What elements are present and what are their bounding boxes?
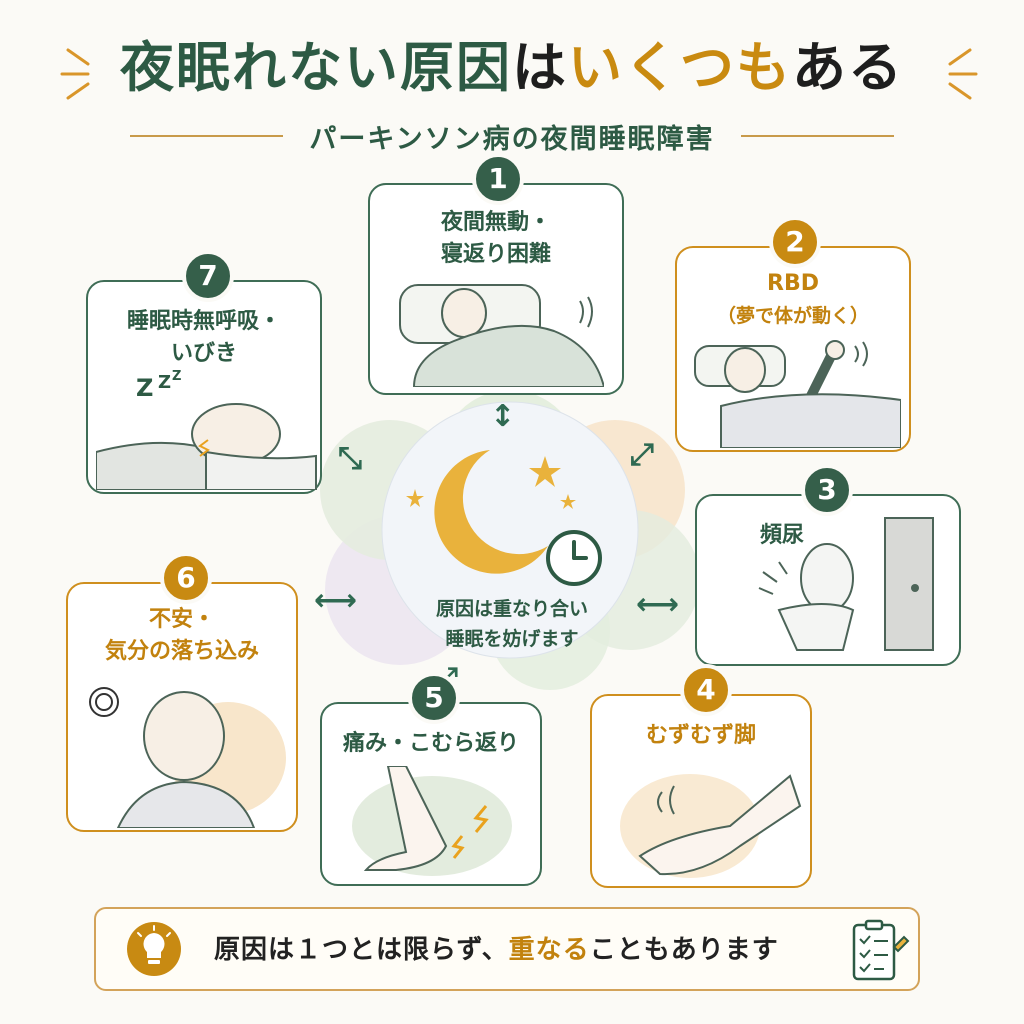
svg-text:Z: Z — [136, 374, 153, 402]
cause-number-badge-6: 6 — [160, 552, 212, 604]
cause-card-7-label: 睡眠時無呼吸・ いびき — [88, 306, 320, 370]
title-part-1: 夜眠れない原因 — [120, 36, 512, 99]
snoring-man-illustration — [96, 403, 317, 490]
moon-icon — [434, 450, 576, 574]
subtitle-left-rule — [130, 135, 284, 137]
footer-part-2: こともあります — [589, 935, 779, 965]
cause-card-5: 痛み・こむら返り 5 — [320, 672, 542, 886]
cause-card-3-label: 頻尿 — [759, 523, 804, 548]
cause-card-7-line-2: いびき — [170, 341, 237, 366]
cause-card-2-line-2: （夢で体が動く） — [716, 305, 869, 327]
cause-card-7-line-1: 睡眠時無呼吸・ — [126, 309, 281, 334]
center-caption: 原因は重なり合い 睡眠を妨げます — [392, 594, 632, 654]
toilet-illustration — [758, 517, 934, 651]
subtitle-right-rule — [740, 135, 895, 137]
footer-note: 原因は１つとは限らず、重なることもあります — [94, 907, 920, 991]
clock-icon — [546, 530, 602, 586]
cause-number-badge-1: 1 — [472, 153, 524, 205]
cause-card-4-label: むずむず脚 — [645, 723, 756, 748]
cause-card-7: 睡眠時無呼吸・ いびき Z Z Z 7 — [86, 250, 322, 494]
double-arrow-icon: ⟷ — [314, 583, 358, 618]
center-caption-line-2: 睡眠を妨げます — [445, 628, 579, 650]
leg-cramp-illustration — [352, 766, 512, 876]
cause-card-2: RBD （夢で体が動く） 2 — [675, 216, 911, 452]
double-arrow-icon: ⤢ — [630, 437, 654, 472]
cause-card-2-label: RBD （夢で体が動く） — [677, 268, 909, 332]
cause-card-6-line-1: 不安・ — [148, 607, 215, 632]
cause-card-1-label: 夜間無動・ 寝返り困難 — [370, 207, 622, 271]
cause-card-1: 夜間無動・ 寝返り困難 1 — [368, 153, 624, 395]
title-part-2: は — [512, 36, 568, 99]
title-part-3: いくつも — [568, 36, 792, 99]
cause-number-badge-2: 2 — [769, 216, 821, 268]
anxious-person-illustration — [89, 687, 286, 828]
restless-leg-illustration — [620, 774, 802, 878]
right-spark-icon — [948, 48, 978, 100]
small-star-icon — [406, 489, 424, 507]
footer-part-1: 原因は１つとは限らず、 — [214, 935, 509, 965]
center-caption-line-1: 原因は重なり合い — [435, 598, 588, 620]
subtitle: パーキンソン病の夜間睡眠障害 — [309, 123, 715, 155]
cause-card-1-line-1: 夜間無動・ — [440, 210, 551, 235]
cause-card-2-line-1: RBD — [767, 271, 819, 296]
title-part-4: ある — [792, 36, 904, 99]
rbd-dreaming-man-illustration — [694, 340, 901, 448]
double-arrow-icon: ↕ — [490, 399, 516, 434]
cause-card-5-label: 痛み・こむら返り — [342, 731, 519, 756]
svg-text:Z: Z — [172, 370, 181, 384]
cause-card-6: 不安・ 気分の落ち込み 6 — [66, 552, 298, 832]
sleeping-man-illustration — [399, 284, 604, 387]
footer-highlight: 重なる — [508, 935, 590, 965]
left-spark-icon — [60, 48, 90, 100]
clipboard-icon — [852, 919, 910, 981]
cause-card-1-line-2: 寝返り困難 — [440, 242, 551, 267]
cause-card-4: むずむず脚 4 — [590, 664, 812, 888]
center-overlap-circles — [320, 390, 700, 690]
snore-z-icon: Z Z Z — [136, 370, 181, 402]
lightbulb-icon — [127, 922, 181, 976]
cause-card-6-line-2: 気分の落ち込み — [104, 639, 259, 664]
cause-card-6-label: 不安・ 気分の落ち込み — [68, 604, 296, 668]
svg-text:Z: Z — [158, 372, 171, 393]
page-title: 夜眠れない原因はいくつもある — [0, 28, 1024, 108]
cause-card-3: 頻尿 3 — [695, 464, 961, 666]
cause-number-badge-3: 3 — [801, 464, 853, 516]
subtitle-row: パーキンソン病の夜間睡眠障害 — [130, 116, 895, 156]
cause-number-badge-5: 5 — [408, 672, 460, 724]
footer-message: 原因は１つとは限らず、重なることもあります — [214, 929, 779, 966]
cause-number-badge-7: 7 — [182, 250, 234, 302]
double-arrow-icon: ⤡ — [338, 441, 362, 476]
double-arrow-icon: ⟷ — [636, 587, 680, 622]
cause-number-badge-4: 4 — [680, 664, 732, 716]
